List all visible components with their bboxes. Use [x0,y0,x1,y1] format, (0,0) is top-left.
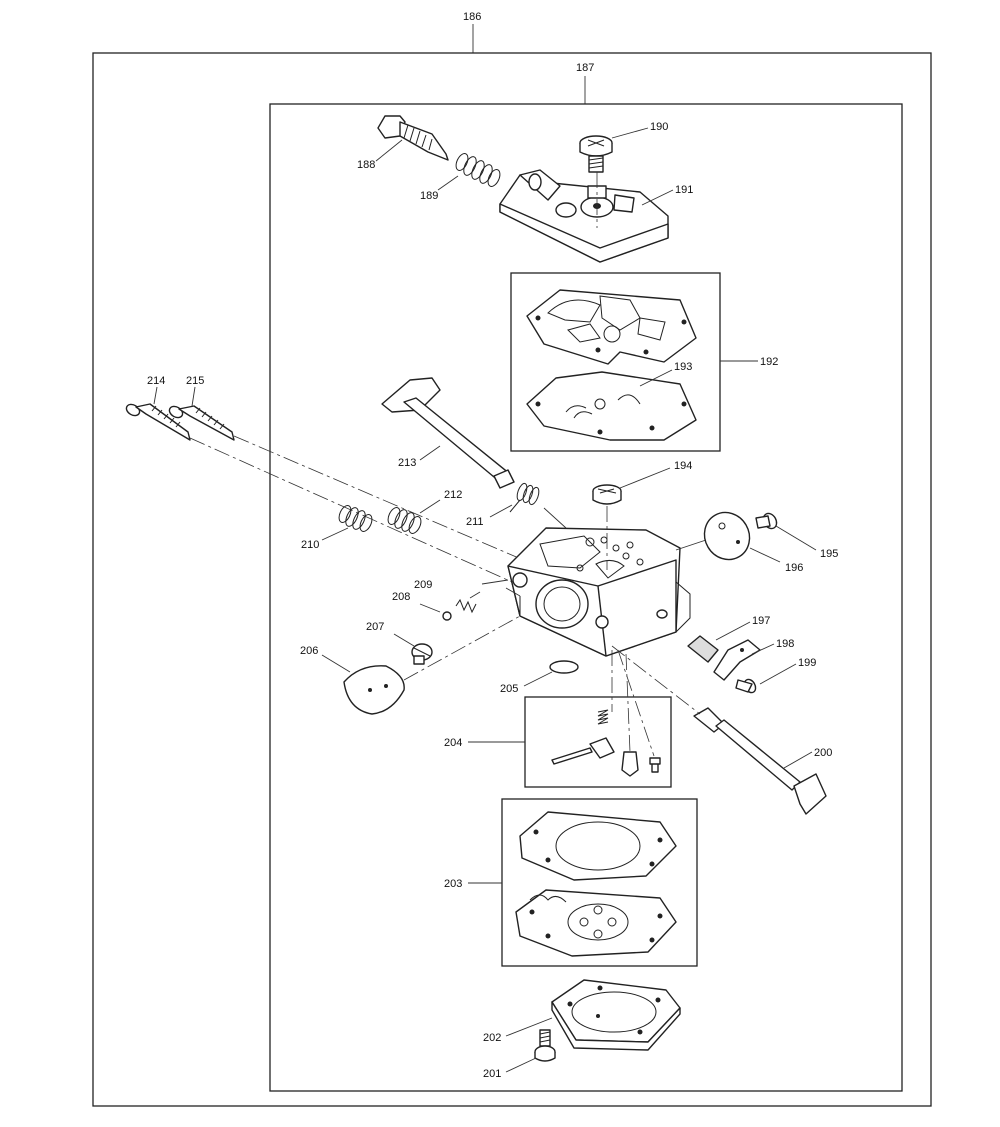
carburetor-frame-187: 187 [269,62,903,1092]
callout-186: 186 [463,11,481,23]
part-203-diaphragm-kit: 203 [444,798,698,967]
callout-206: 206 [300,645,318,657]
callout-213: 213 [398,457,416,469]
callout-195: 195 [820,548,838,560]
part-192-gasket-kit: 192 193 [510,272,778,452]
callout-209: 209 [414,579,432,591]
part-197-bushing: 197 [687,615,770,663]
part-200-choke-shaft: 200 [611,645,832,815]
part-210-spring: 210 [301,505,373,551]
callout-196: 196 [785,562,803,574]
callout-211: 211 [466,516,484,528]
part-206-throttle-plate: 206 [300,615,521,715]
carburetor-body [481,507,707,657]
callout-190: 190 [650,121,668,133]
callout-208: 208 [392,591,410,603]
callout-207: 207 [366,621,384,633]
callout-187: 187 [576,62,594,74]
part-188-screw: 188 [357,115,449,171]
callout-198: 198 [776,638,794,650]
callout-214: 214 [147,375,165,387]
part-207-screw: 207 [366,621,433,665]
callout-201: 201 [483,1068,501,1080]
part-191-throttle-lever: 191 [499,169,693,263]
part-208-ball: 208 [392,591,452,621]
callout-215: 215 [186,375,204,387]
part-205-o-ring: 205 [500,660,579,695]
callout-192: 192 [760,356,778,368]
callout-199: 199 [798,657,816,669]
callout-204: 204 [444,737,462,749]
callout-202: 202 [483,1032,501,1044]
part-190-screw: 190 [579,121,668,173]
part-214-adjusting-needle: 214 [125,375,191,441]
part-199-screw: 199 [735,657,816,694]
callout-188: 188 [357,159,375,171]
part-204-needle-valve-kit: 204 [444,649,672,788]
callout-200: 200 [814,747,832,759]
assembly-frame-186: 186 [92,11,932,1107]
part-195-screw: 195 [755,512,838,560]
part-211-spring: 211 [466,482,540,528]
part-196-cover: 196 [703,511,803,574]
callout-212: 212 [444,489,462,501]
part-213-throttle-shaft: 213 [381,377,515,489]
callout-189: 189 [420,190,438,202]
part-201-screw: 201 [483,1029,556,1080]
part-198-lever: 198 [713,638,794,681]
part-202-pump-cover: 202 [483,979,681,1051]
part-212-spring: 212 [387,489,462,534]
callout-191: 191 [675,184,693,196]
part-215-adjusting-needle: 215 [168,375,235,441]
callout-197: 197 [752,615,770,627]
callout-205: 205 [500,683,518,695]
callout-203: 203 [444,878,462,890]
part-209-spring: 209 [414,579,481,614]
part-194-screen: 194 [592,460,692,570]
part-189-spring: 189 [420,153,501,202]
callout-210: 210 [301,539,319,551]
callout-193: 193 [674,361,692,373]
callout-194: 194 [674,460,692,472]
